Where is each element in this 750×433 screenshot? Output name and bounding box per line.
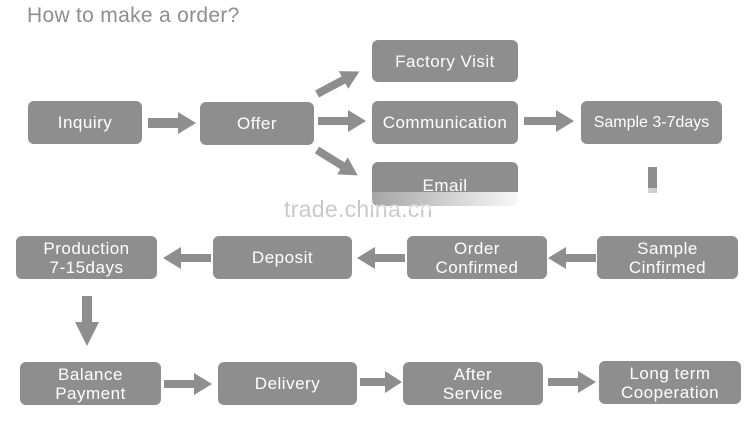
step-sample: Sample 3-7days xyxy=(581,101,722,144)
step-production: Production 7-15days xyxy=(16,236,157,279)
arrow-offer-communication xyxy=(318,110,366,132)
step-delivery-label: Delivery xyxy=(254,374,321,393)
step-inquiry-label: Inquiry xyxy=(57,113,113,132)
step-sample-confirmed: Sample Cinfirmed xyxy=(597,236,738,279)
arrow-order-deposit xyxy=(357,247,405,269)
step-long-term: Long term Cooperation xyxy=(599,361,741,404)
step-deposit: Deposit xyxy=(213,236,352,279)
arrow-delivery-after xyxy=(360,371,402,393)
step-order-confirmed-label: Order Confirmed xyxy=(435,238,519,277)
step-sample-confirmed-label: Sample Cinfirmed xyxy=(628,238,707,277)
step-long-term-label: Long term Cooperation xyxy=(620,363,720,402)
step-after-service: After Service xyxy=(403,362,543,405)
watermark-band xyxy=(370,192,520,210)
arrow-inquiry-offer xyxy=(148,112,196,134)
step-deposit-label: Deposit xyxy=(251,248,314,267)
step-order-confirmed: Order Confirmed xyxy=(407,236,547,279)
step-offer-label: Offer xyxy=(237,114,277,133)
step-factory-visit-label: Factory Visit xyxy=(395,51,495,71)
step-email-label: Email xyxy=(422,176,468,195)
arrow-sampleconf-order xyxy=(548,247,596,269)
step-sample-label: Sample 3-7days xyxy=(593,114,710,131)
arrow-communication-sample xyxy=(524,110,574,132)
step-after-service-label: After Service xyxy=(442,364,504,403)
watermark-band-right xyxy=(620,188,690,210)
step-communication: Communication xyxy=(372,101,518,144)
arrow-after-longterm xyxy=(548,371,596,393)
step-production-label: Production 7-15days xyxy=(43,238,130,277)
step-offer: Offer xyxy=(200,102,314,145)
step-balance-payment-label: Balance Payment xyxy=(55,364,126,403)
arrow-balance-delivery xyxy=(164,373,212,395)
step-inquiry: Inquiry xyxy=(28,101,142,144)
page-title: How to make a order? xyxy=(27,4,240,27)
step-delivery: Delivery xyxy=(218,362,357,405)
arrow-offer-email xyxy=(314,146,358,176)
step-balance-payment: Balance Payment xyxy=(20,362,161,405)
arrow-offer-factory xyxy=(315,71,360,98)
arrow-sample-down xyxy=(648,167,657,193)
arrow-deposit-production xyxy=(163,247,211,269)
arrow-production-balance xyxy=(75,296,99,346)
step-communication-label: Communication xyxy=(382,113,508,132)
step-factory-visit: Factory Visit xyxy=(372,40,518,82)
